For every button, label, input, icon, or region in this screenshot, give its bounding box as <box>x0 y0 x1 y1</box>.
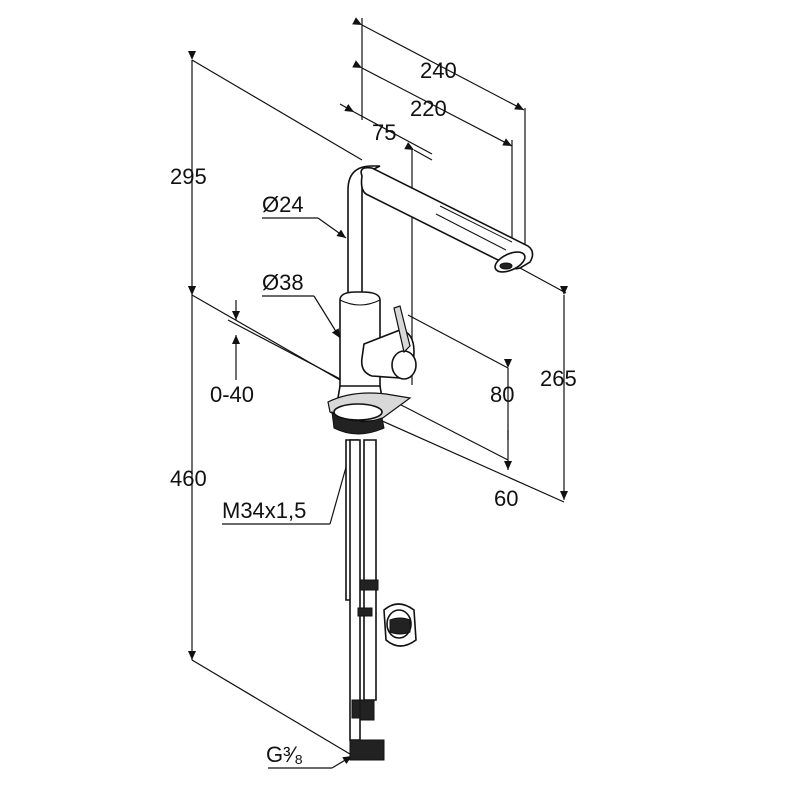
thread-label: M34x1,5 <box>222 498 306 523</box>
dim-460-label: 460 <box>170 466 207 491</box>
dimension-lines <box>188 17 568 769</box>
dim-80-label: 80 <box>490 382 514 407</box>
hose-weight <box>383 603 417 647</box>
dim-60-label: 60 <box>494 486 518 511</box>
dim-295-label: 295 <box>170 164 207 189</box>
dim-240-label: 240 <box>420 58 457 83</box>
faucet-spout <box>347 165 534 301</box>
dim-diameter-38-label: Ø38 <box>262 270 304 295</box>
mounting-plate <box>327 392 412 435</box>
dimension-labels: 240 220 75 295 Ø24 Ø38 265 0-40 80 460 6… <box>170 58 577 767</box>
dim-220-label: 220 <box>410 96 447 121</box>
dim-0-40-label: 0-40 <box>210 382 254 407</box>
dim-diameter-24-label: Ø24 <box>262 192 304 217</box>
dim-75-label: 75 <box>372 120 396 145</box>
connection-label: G³⁄₈ <box>266 742 303 767</box>
faucet-body <box>337 291 417 399</box>
supply-hoses <box>345 439 385 761</box>
dim-265-label: 265 <box>540 366 577 391</box>
